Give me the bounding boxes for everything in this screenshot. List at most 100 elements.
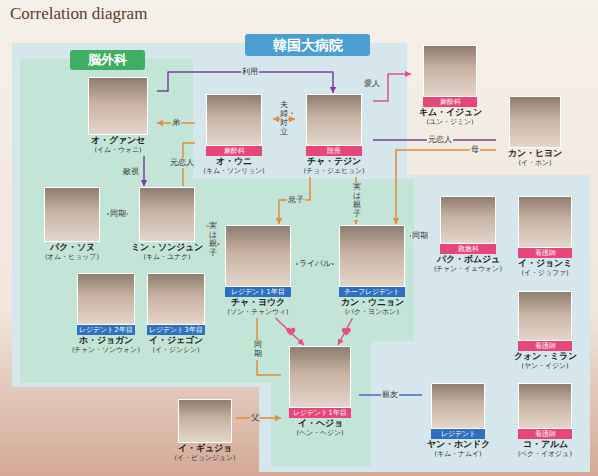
character-card: チーフレジデントカン・ウニョン(パク・ヨンホン)	[334, 224, 410, 318]
portrait-photo	[440, 196, 496, 244]
character-card: 院長チャ・テジン(チョ・ジェヒョン)	[295, 93, 373, 177]
actor-name: (チョ・ジェヒョン)	[295, 167, 373, 176]
region: 韓国大病院脳外科オ・グァンセ(イム・ウォニ) パク・ソヌ(オム・ヒョップ) ミン・ソ…	[12, 34, 590, 472]
character-card: 救急科パク・ボムジュ(チャン・イェウォン)	[429, 195, 507, 275]
actor-name: (イム・ウォニ)	[79, 146, 157, 155]
character-name: イ・ジョンミ	[509, 258, 581, 269]
character-card: 麻酔科オ・ウニ(キム・ソンリョン)	[195, 93, 273, 177]
edge-label-holder: 弟	[171, 118, 181, 128]
edge-label-holder: 息子	[287, 195, 305, 205]
portrait-photo	[431, 383, 485, 429]
role-tag: レジデント1年目	[289, 408, 351, 418]
character-card: レジデント1年目イ・ヘジョ(ヘン・ヘジン)	[281, 345, 359, 439]
character-card: 看護師コ・アルム(ペク・イオジュ)	[509, 382, 581, 460]
character-card: ミン・ソンジュン(キム・ユナク)	[128, 186, 206, 263]
actor-name: (オム・ヒョップ)	[37, 253, 107, 262]
character-card: 看護師イ・ジョンミ(イ・ジョファ)	[509, 195, 581, 279]
actor-name: (ヘン・ヘジン)	[281, 429, 359, 438]
region-shape	[20, 62, 414, 466]
edge-label-holder: 夫婦・対立	[280, 100, 288, 137]
relation-label: 母	[470, 145, 480, 155]
actor-name: (ヤン・イジン)	[509, 362, 581, 371]
actor-name: (キム・ナムイ)	[422, 450, 494, 459]
portrait-photo	[77, 273, 135, 325]
edge-label-holder: 同期	[254, 340, 262, 360]
character-name: ホ・ジョガン	[71, 335, 141, 346]
character-name: カン・ヒヨン	[496, 148, 574, 159]
portrait-photo	[139, 187, 195, 242]
relation-label: 息子	[287, 195, 305, 205]
character-name: イ・ギュジョ	[174, 443, 236, 454]
character-card: オ・グァンセ(イム・ウォニ)	[79, 76, 157, 156]
role-tag: 麻酔科	[206, 146, 262, 156]
relation-label: 弟	[171, 118, 181, 128]
portrait-photo	[44, 187, 100, 242]
portrait-photo	[509, 96, 561, 148]
character-name: チャ・ヨウク	[220, 297, 296, 308]
character-card: パク・ソヌ(オム・ヒョップ)	[37, 186, 107, 263]
region-shape	[12, 46, 590, 470]
portrait-photo	[339, 225, 405, 287]
character-card: レジデント3年目イ・ジェゴン(イ・ジンシン)	[141, 272, 211, 356]
character-name: カン・ウニョン	[334, 297, 410, 308]
edge-label-holder: 父	[250, 413, 260, 423]
relation-label: 夫婦・対立	[280, 100, 288, 137]
portrait-photo	[147, 273, 205, 325]
actor-name: (パク・ヨンホン)	[334, 308, 410, 317]
actor-name: (イ・ジンシン)	[141, 346, 211, 355]
character-card: 看護師クォン・ミラン(ヤン・イジン)	[509, 290, 581, 372]
relation-label: 同期	[254, 340, 262, 360]
portrait-photo	[88, 77, 148, 135]
edge-label-holder: 同期	[109, 209, 127, 219]
edge-label-holder: 敵視	[122, 167, 140, 177]
portrait-photo	[178, 399, 232, 443]
actor-name: (ソン・チャンウィ)	[220, 308, 296, 317]
title-holder: Correlation diagram	[10, 3, 147, 25]
relation-label: 敵視	[122, 167, 140, 177]
character-name: イ・ヘジョ	[281, 418, 359, 429]
role-tag: 麻酔科	[423, 97, 477, 107]
character-name: クォン・ミラン	[509, 351, 581, 362]
edge-label-holder: 元恋人	[427, 135, 453, 145]
region-tab: 韓国大病院	[245, 34, 370, 56]
relation-label: 元恋人	[427, 135, 453, 145]
character-name: キム・イジュン	[411, 107, 489, 118]
character-card: レジデント1年目チャ・ヨウク(ソン・チャンウィ)	[220, 224, 296, 318]
character-name: オ・ウニ	[195, 156, 273, 167]
actor-name: (チャン・ソンウォン)	[71, 346, 141, 355]
diagram-title: Correlation diagram	[10, 3, 147, 25]
character-name: チャ・テジン	[295, 156, 373, 167]
edge-label-holder: 母	[470, 145, 480, 155]
actor-name: (キム・ソンリョン)	[195, 167, 273, 176]
relation-label: 元恋人	[169, 158, 195, 168]
character-name: パク・ボムジュ	[429, 254, 507, 265]
character-card: イ・ギュジョ(イ・ビョンジュン)	[174, 398, 236, 464]
character-name: パク・ソヌ	[37, 242, 107, 253]
character-card: カン・ヒヨン(イ・ホン)	[496, 95, 574, 169]
character-name: コ・アルム	[509, 439, 581, 450]
portrait-photo	[289, 346, 351, 408]
character-card: 麻酔科キム・イジュン(ユン・ジミン)	[411, 44, 489, 128]
edge-label-holder: 実は親子	[209, 221, 217, 258]
actor-name: (イ・ビョンジュン)	[174, 454, 236, 463]
role-tag: レジデント2年目	[77, 325, 135, 335]
portrait-photo	[518, 383, 572, 429]
character-name: イ・ジェゴン	[141, 335, 211, 346]
region-tab: 脳外科	[70, 50, 145, 70]
role-tag: レジデント3年目	[147, 325, 205, 335]
character-card: レジデントヤン・ホンドク(キム・ナムイ)	[422, 382, 494, 460]
edge-label-holder: 実は親子	[353, 182, 361, 219]
character-name: ヤン・ホンドク	[422, 439, 494, 450]
portrait-photo	[306, 94, 362, 146]
relation-label: 愛人	[363, 79, 381, 89]
relation-label: 父	[250, 413, 260, 423]
role-tag: 看護師	[518, 429, 572, 439]
role-tag: 救急科	[440, 244, 496, 254]
actor-name: (チャン・イェウォン)	[429, 265, 507, 274]
actor-name: (イ・ジョファ)	[509, 269, 581, 278]
actor-name: (ユン・ジミン)	[411, 118, 489, 127]
edge-label-holder: 同期	[411, 231, 429, 241]
character-name: オ・グァンセ	[79, 135, 157, 146]
